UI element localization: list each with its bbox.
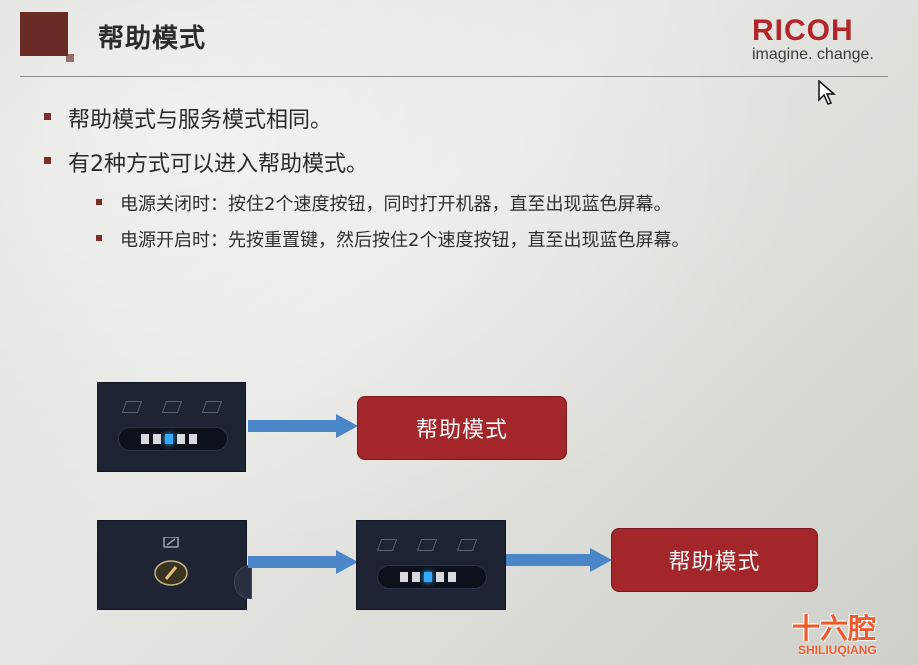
arrow-right-icon <box>506 548 612 572</box>
logo-brand: RICOH <box>752 14 854 47</box>
bullet-item: 帮助模式与服务模式相同。 <box>44 102 898 134</box>
watermark-subtext: SHILIUQIANG <box>798 643 877 657</box>
reset-key-panel <box>97 520 252 610</box>
arrow-right-icon <box>248 550 358 574</box>
cursor-icon <box>818 80 837 105</box>
ricoh-logo: RICOH imagine. change. <box>752 14 892 64</box>
mode-glyph-icon <box>121 401 143 413</box>
mode-glyph-icon <box>376 539 398 551</box>
mode-glyph-icon <box>161 401 183 413</box>
title-accent-block <box>20 12 74 62</box>
sub-bullet-item: 电源开启时：先按重置键，然后按住2个速度按钮，直至出现蓝色屏幕。 <box>44 226 898 252</box>
header-divider <box>20 76 888 77</box>
arrow-right-icon <box>248 414 358 438</box>
mode-glyph-icon <box>416 539 438 551</box>
speed-indicator <box>118 427 228 451</box>
watermark-logo: 十六腔 SHILIUQIANG <box>792 607 914 663</box>
reset-key-icon <box>154 537 188 586</box>
bullet-item: 有2种方式可以进入帮助模式。 <box>44 146 898 178</box>
logo-tagline: imagine. change. <box>752 46 874 63</box>
sub-bullet-item: 电源关闭时：按住2个速度按钮，同时打开机器，直至出现蓝色屏幕。 <box>44 190 898 216</box>
help-mode-box: 帮助模式 <box>611 528 818 592</box>
help-mode-box: 帮助模式 <box>357 396 567 460</box>
watermark-text: 十六腔 <box>792 612 877 645</box>
speed-button-panel-icon <box>356 520 506 610</box>
mode-glyph-icon <box>456 539 478 551</box>
page-title: 帮助模式 <box>98 24 207 54</box>
mode-glyph-icon <box>201 401 223 413</box>
speed-indicator <box>377 565 487 589</box>
speed-button-panel-icon <box>97 382 246 472</box>
bullet-list: 帮助模式与服务模式相同。 有2种方式可以进入帮助模式。 电源关闭时：按住2个速度… <box>44 102 898 262</box>
